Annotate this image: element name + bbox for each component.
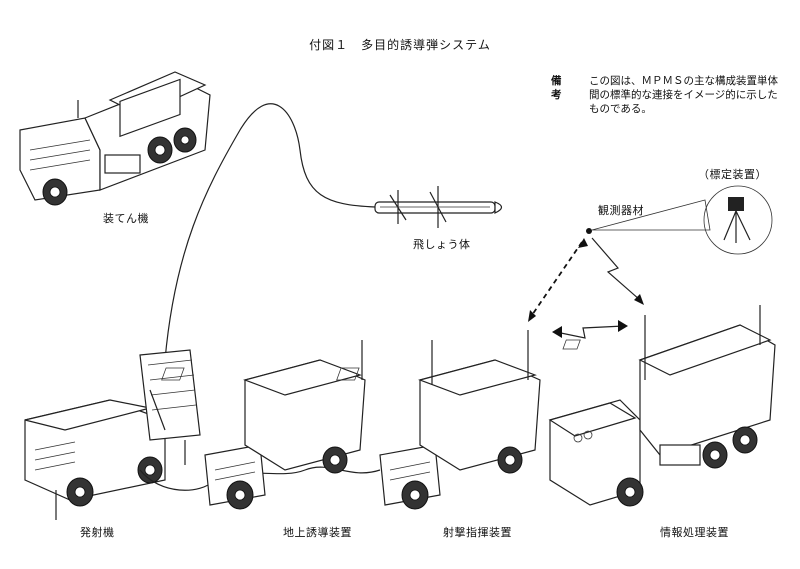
info-processing-truck [548,305,776,507]
dashed-link [529,241,583,319]
label-observation: 観測器材 [598,204,644,217]
label-fire-command: 射撃指揮装置 [443,526,512,539]
label-loader: 装てん機 [103,212,149,225]
label-ground-guidance: 地上誘導装置 [283,526,352,539]
label-survey-device: （標定装置） [698,168,767,181]
guidance-wire [164,103,376,361]
radio-link-2 [555,325,625,339]
radio-link-1 [591,237,641,301]
tripod-icon [723,197,751,243]
note-heading: 備考 [551,75,563,101]
launcher-vehicle [24,349,201,520]
observation-point [586,228,592,234]
label-info-processing: 情報処理装置 [660,526,729,539]
label-missile: 飛しょう体 [413,238,471,251]
ground-guidance-vehicle [161,340,366,510]
figure-title: 付図１ 多目的誘導弾システム [309,38,491,52]
missile [374,186,503,228]
survey-beam [591,199,711,231]
label-launcher: 発射機 [80,526,115,539]
loader-truck [19,71,211,206]
note-text: この図は、ＭＰＭＳの主な構成装置単体間の標準的な連接をイメージ的に示したものであ… [589,75,778,115]
fire-command-vehicle [336,330,541,510]
survey-device-circle [703,185,773,255]
